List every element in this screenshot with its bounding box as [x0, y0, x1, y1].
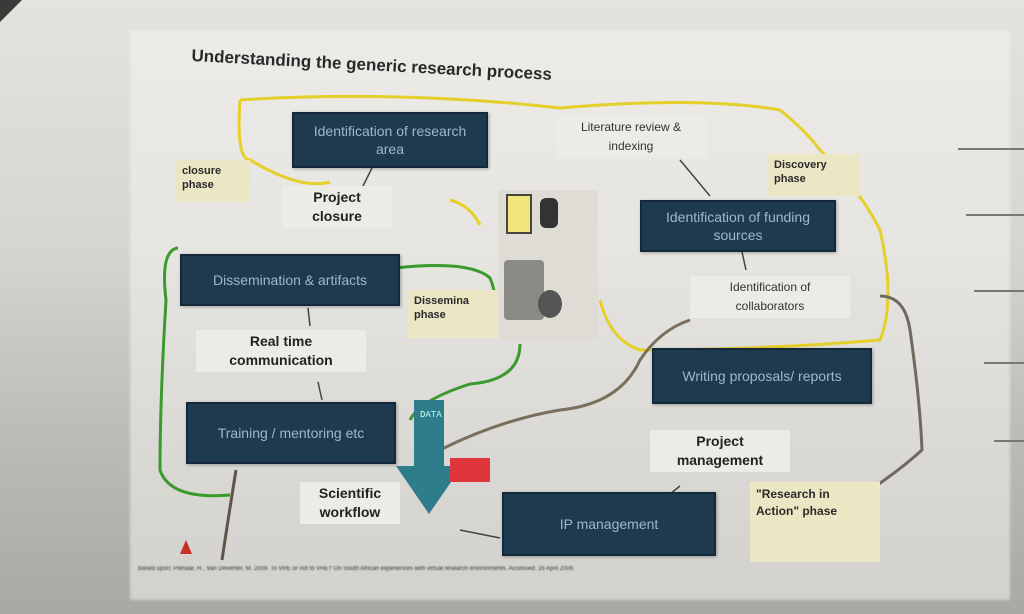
box-writing-proposals-reports: Writing proposals/ reports: [652, 348, 872, 404]
edge-line-1: [958, 148, 1024, 150]
phase-discovery: Discovery phase: [768, 154, 860, 196]
label-scientific-workflow: Scientific workflow: [300, 482, 400, 524]
reference-text: Based upon: Pienaar, H., Van Deventer, M…: [138, 566, 575, 572]
label-project-closure: Project closure: [282, 186, 392, 228]
edge-line-5: [994, 440, 1024, 442]
edge-line-4: [984, 362, 1024, 364]
label-literature-review: Literature review & indexing: [556, 116, 706, 158]
box-dissemination-artifacts: Dissemination & artifacts: [180, 254, 400, 306]
equipment-photo: [498, 190, 598, 340]
label-project-management: Project management: [650, 430, 790, 472]
data-arrow-shaft: [414, 400, 444, 470]
box-identification-funding-sources: Identification of funding sources: [640, 200, 836, 252]
data-arrow-label: DATA: [420, 410, 442, 420]
label-identification-collaborators: Identification of collaborators: [690, 276, 850, 318]
phase-closure: closure phase: [176, 160, 250, 202]
box-training-mentoring: Training / mentoring etc: [186, 402, 396, 464]
edge-line-3: [974, 290, 1024, 292]
box-identification-research-area: Identification of research area: [292, 112, 488, 168]
edge-line-2: [966, 214, 1024, 216]
page-corner: [0, 0, 22, 22]
reference-icon: [180, 540, 192, 554]
phase-dissemination: Dissemina phase: [408, 290, 500, 338]
label-real-time-communication: Real time communication: [196, 330, 366, 372]
box-ip-management: IP management: [502, 492, 716, 556]
red-tag: [450, 458, 490, 482]
phase-research-in-action: "Research in Action" phase: [750, 482, 880, 562]
